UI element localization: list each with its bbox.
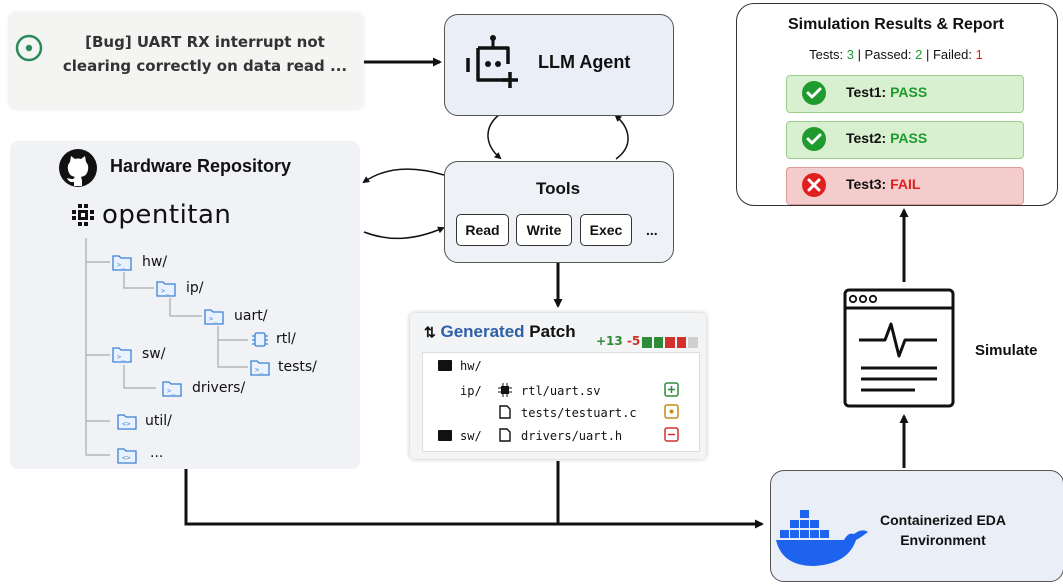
issue-title: [Bug] UART RX interrupt not clearing cor… <box>62 33 348 75</box>
tree-item-util: util/ <box>145 413 172 429</box>
patch-file-list <box>422 352 700 452</box>
diffstat-segment <box>665 337 675 348</box>
opentitan-logo-icon <box>72 204 94 226</box>
diffstat-bar <box>642 337 698 348</box>
folder-icon <box>438 360 452 371</box>
patch-file-uart-sv: rtl/uart.sv <box>521 384 601 398</box>
patch-dir-hw: hw/ <box>460 359 482 373</box>
svg-text:>_: >_ <box>209 315 218 323</box>
diffstat-segment <box>688 337 698 348</box>
added-icon <box>664 382 679 397</box>
llm-agent-label: LLM Agent <box>538 52 631 72</box>
waveform-monitor-icon <box>843 288 955 408</box>
svg-text:>_: >_ <box>117 353 126 361</box>
test-name: Test3: <box>846 176 891 192</box>
tests-label: Tests: <box>809 47 847 62</box>
test-status: PASS <box>890 84 928 100</box>
github-icon <box>59 149 97 187</box>
docker-icon <box>776 510 868 566</box>
tree-item-rtl: rtl/ <box>276 331 296 347</box>
tree-item-more: ... <box>150 445 164 461</box>
tool-exec: Exec <box>580 214 632 246</box>
terminal-folder-icon: >_ <box>162 381 182 397</box>
diffstat-segment <box>676 337 687 348</box>
failed-label: | Failed: <box>922 47 976 62</box>
simulate-label: Simulate <box>975 342 1038 359</box>
patch-title-accent: Generated <box>440 322 525 341</box>
eda-label: Containerized EDA Environment <box>879 512 1006 548</box>
test-name: Test2: <box>846 130 891 146</box>
patch-file-testuart-c: tests/testuart.c <box>521 406 637 420</box>
svg-text:>_: >_ <box>167 387 176 395</box>
chip-icon <box>252 332 268 347</box>
tests-count: 3 <box>846 47 854 62</box>
tools-title: Tools <box>535 179 581 198</box>
diffstat-segment <box>642 337 652 348</box>
results-title: Simulation Results & Report <box>787 16 1005 33</box>
x-circle-icon <box>802 173 826 197</box>
code-folder-icon: <> <box>117 414 137 430</box>
patch-dir-ip: ip/ <box>460 384 482 398</box>
repository-title: Hardware Repository <box>110 156 292 176</box>
tool-read: Read <box>456 214 509 246</box>
terminal-folder-icon: >_ <box>204 309 224 325</box>
tool-write: Write <box>516 214 572 246</box>
robot-icon <box>466 35 518 88</box>
tree-item-ip: ip/ <box>186 280 204 296</box>
patch-file-uart-h: drivers/uart.h <box>521 429 623 443</box>
chip-icon <box>498 383 512 397</box>
svg-text:>_: >_ <box>255 366 264 374</box>
file-icon <box>499 405 511 419</box>
test-label-2: Test2: PASS <box>846 130 927 146</box>
check-circle-icon <box>802 127 826 151</box>
opentitan-wordmark: opentitan <box>102 200 232 230</box>
terminal-folder-icon: >_ <box>112 255 132 271</box>
test-row-3 <box>786 167 1024 205</box>
git-pull-request-icon: ⇅ <box>424 324 436 340</box>
patch-title-rest: Patch <box>529 322 576 341</box>
file-icon <box>499 428 511 442</box>
test-label-1: Test1: PASS <box>846 84 927 100</box>
svg-text:>_: >_ <box>117 261 126 269</box>
test-label-3: Test3: FAIL <box>846 176 920 192</box>
terminal-folder-icon: >_ <box>112 347 132 363</box>
llm-agent-node <box>444 14 674 116</box>
deletions-count: -5 <box>626 334 641 348</box>
tree-item-uart: uart/ <box>234 308 268 324</box>
tree-item-hw: hw/ <box>142 254 168 270</box>
test-status: FAIL <box>890 176 921 192</box>
tools-node <box>444 161 674 263</box>
hardware-repository-panel <box>10 141 360 469</box>
modified-icon <box>664 404 679 419</box>
results-summary: Tests: 3 | Passed: 2 | Failed: 1 <box>736 47 1056 62</box>
passed-count: 2 <box>915 47 923 62</box>
removed-icon <box>664 427 679 442</box>
patch-dir-sw: sw/ <box>460 429 482 443</box>
check-circle-icon <box>802 81 826 105</box>
folder-icon <box>438 430 452 441</box>
issue-open-icon <box>15 34 43 62</box>
terminal-folder-icon: >_ <box>156 281 176 297</box>
test-name: Test1: <box>846 84 891 100</box>
additions-count: +13 <box>596 334 623 348</box>
svg-text:<>: <> <box>122 420 130 428</box>
svg-text:<>: <> <box>122 454 130 462</box>
tree-item-drivers: drivers/ <box>192 380 246 396</box>
svg-text:>_: >_ <box>161 287 170 295</box>
tool-more: ... <box>646 222 658 238</box>
failed-count: 1 <box>975 47 983 62</box>
diffstat-segment <box>653 337 664 348</box>
patch-title: ⇅ Generated Patch <box>424 322 576 342</box>
patch-diffstat: +13 -5 <box>596 334 640 348</box>
terminal-folder-icon: >_ <box>250 360 270 376</box>
tree-item-sw: sw/ <box>142 346 166 362</box>
passed-label: | Passed: <box>853 47 916 62</box>
tree-item-tests: tests/ <box>278 359 317 375</box>
test-status: PASS <box>890 130 928 146</box>
code-folder-icon: <> <box>117 448 137 464</box>
issue-card <box>8 12 364 110</box>
